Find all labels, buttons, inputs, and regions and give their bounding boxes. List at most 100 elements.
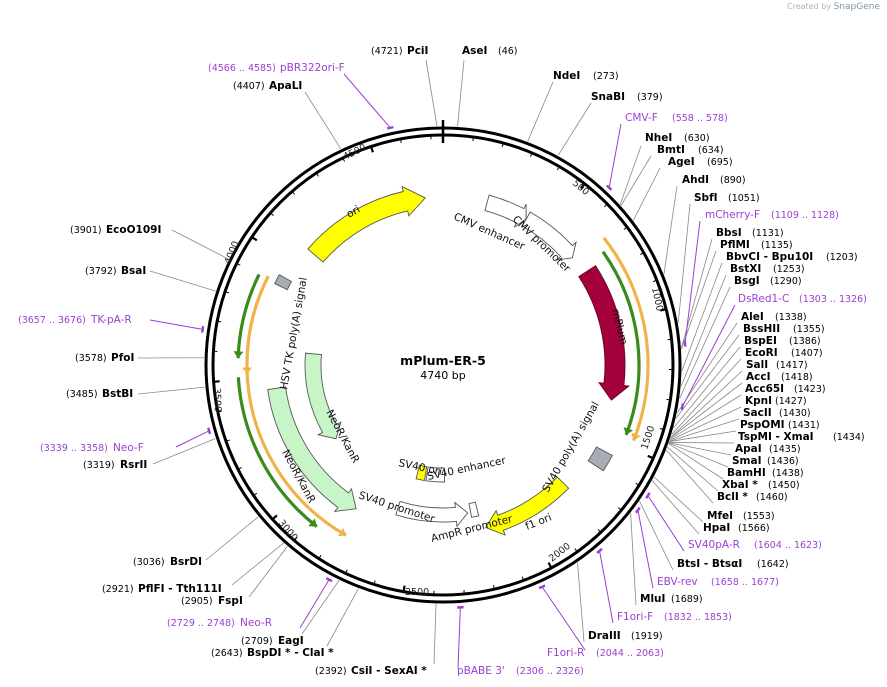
site-name-bsshii[interactable]: BssHII	[743, 323, 780, 335]
primer-leader-line	[599, 550, 614, 624]
primer-name-sv40pa-r[interactable]: SV40pA-R	[688, 539, 740, 551]
site-name-bbsi[interactable]: BbsI	[716, 227, 742, 239]
site-name-apali[interactable]: ApaLI	[269, 80, 302, 92]
site-pos-apali: (4407)	[233, 81, 265, 92]
site-name-pspomi[interactable]: PspOMI	[740, 419, 785, 431]
site-name-bmti[interactable]: BmtI	[657, 144, 685, 156]
primer-name-mcherry-f[interactable]: mCherry-F	[705, 209, 760, 221]
site-leader-line	[527, 81, 554, 142]
site-leader-line	[665, 449, 714, 504]
orf-mplum-orange-head	[631, 432, 641, 441]
site-name-bspdi-clai[interactable]: BspDI * - ClaI *	[247, 647, 334, 659]
site-name-bsrdi[interactable]: BsrDI	[170, 556, 202, 568]
label-leader-lines	[137, 59, 743, 669]
primer-labels: (4566 .. 4585) pBR322ori-F CMV-F (558 ..…	[18, 62, 867, 677]
site-name-ndei[interactable]: NdeI	[553, 70, 580, 82]
primer-leader-line	[175, 430, 210, 448]
site-leader-line	[668, 442, 732, 456]
tick-label-2500: 2500	[405, 587, 429, 598]
site-name-xbai[interactable]: XbaI *	[722, 479, 758, 491]
site-name-bstbi[interactable]: BstBI	[102, 388, 133, 400]
site-leader-line	[669, 430, 737, 442]
site-name-sacii[interactable]: SacII	[743, 407, 772, 419]
plasmid-length: 4740 bp	[420, 369, 465, 382]
primer-name-ebv-rev[interactable]: EBV-rev	[657, 576, 698, 588]
site-pos-btsi-btsai: (1642)	[757, 559, 789, 570]
major-tick	[579, 183, 586, 190]
site-name-bspei[interactable]: BspEI	[744, 335, 777, 347]
site-name-smai[interactable]: SmaI	[732, 455, 762, 467]
primer-name-neo-f[interactable]: Neo-F	[113, 442, 144, 454]
primer-leader-line	[647, 495, 685, 552]
site-pos-pcii: (4721)	[371, 46, 403, 57]
site-pos-pflfi-tth111i: (2921)	[102, 584, 134, 595]
site-name-sali[interactable]: SalI	[746, 359, 768, 371]
site-name-bstxi[interactable]: BstXI	[730, 263, 761, 275]
site-leader-line	[671, 358, 742, 435]
site-pos-mfei: (1553)	[743, 511, 775, 522]
site-name-pcii[interactable]: PciI	[407, 45, 428, 57]
primer-name-pbr322ori-f[interactable]: pBR322ori-F	[280, 62, 345, 74]
sv40-enhancer-box	[425, 466, 446, 483]
site-name-eagi[interactable]: EagI	[278, 635, 304, 647]
primer-name-dsred1-c[interactable]: DsRed1-C	[738, 293, 789, 305]
site-labels-left: (2392) CsiI - SexAI * (2643) BspDI * - C…	[66, 80, 427, 677]
minor-tick	[315, 172, 319, 177]
site-name-ecoo109i[interactable]: EcoO109I	[106, 224, 161, 236]
site-pos-eagi: (2709)	[241, 636, 273, 647]
site-name-pfoi[interactable]: PfoI	[111, 352, 134, 364]
site-name-asei[interactable]: AseI	[462, 45, 487, 57]
primer-pos-ebv-rev: (1658 .. 1677)	[711, 577, 779, 588]
site-name-mlui[interactable]: MluI	[640, 593, 665, 605]
site-name-bsai[interactable]: BsaI	[121, 265, 146, 277]
site-name-tspmi-xmai[interactable]: TspMI - XmaI	[738, 431, 814, 443]
site-labels-right: (4721) PciI AseI (46) NdeI (273) SnaBI (…	[371, 45, 865, 642]
primer-pos-neo-r: (2729 .. 2748)	[167, 618, 235, 629]
primer-name-neo-r[interactable]: Neo-R	[240, 617, 272, 629]
tick-label-4500: 4500	[341, 142, 368, 162]
primer-name-pbabe-3[interactable]: pBABE 3'	[457, 665, 505, 677]
site-leader-line	[557, 102, 592, 156]
primer-pos-pbabe-3: (2306 .. 2326)	[516, 666, 584, 677]
primer-leader-line	[541, 586, 586, 651]
site-name-rsrii[interactable]: RsrII	[120, 459, 147, 471]
site-pos-pspomi: (1431)	[788, 420, 820, 431]
site-name-snabi[interactable]: SnaBI	[591, 91, 625, 103]
site-leader-line	[620, 155, 652, 206]
site-name-apai[interactable]: ApaI	[735, 443, 762, 455]
site-pos-draiii: (1919)	[631, 631, 663, 642]
primer-name-tk-pa-r[interactable]: TK-pA-R	[90, 314, 132, 326]
site-name-pflfi-tth111i[interactable]: PflFI - Tth111I	[138, 583, 222, 595]
site-name-agei[interactable]: AgeI	[668, 156, 695, 168]
site-name-ecori[interactable]: EcoRI	[745, 347, 778, 359]
site-name-csii-sexai[interactable]: CsiI - SexAI *	[351, 665, 427, 677]
site-leader-line	[304, 91, 342, 150]
site-name-bcli[interactable]: BclI *	[717, 491, 748, 503]
primer-name-cmv-f[interactable]: CMV-F	[625, 112, 658, 124]
minor-tick	[373, 580, 376, 585]
site-name-bbvci-bpu10i[interactable]: BbvCI - Bpu10I	[726, 251, 813, 263]
minor-tick	[342, 157, 346, 162]
orf-neor-green-head	[308, 518, 317, 527]
site-name-btsi-btsai[interactable]: BtsI - BtsαI	[677, 558, 742, 570]
site-name-kpni[interactable]: KpnI	[745, 395, 772, 407]
primer-name-f1ori-r[interactable]: F1ori-R	[547, 647, 584, 659]
site-name-mfei[interactable]: MfeI	[707, 510, 733, 522]
site-name-pflmi[interactable]: PflMI	[720, 239, 750, 251]
site-name-ahdi[interactable]: AhdI	[682, 174, 709, 186]
orf-neor-orange	[245, 366, 347, 537]
primer-name-f1ori-f[interactable]: F1ori-F	[617, 611, 653, 623]
site-leader-line	[630, 513, 637, 606]
site-name-sbfi[interactable]: SbfI	[694, 192, 718, 204]
site-markers	[200, 125, 687, 609]
site-name-acc65i[interactable]: Acc65I	[745, 383, 784, 395]
site-name-nhei[interactable]: NheI	[645, 132, 672, 144]
site-name-alei[interactable]: AleI	[741, 311, 764, 323]
site-name-acci[interactable]: AccI	[746, 371, 770, 383]
site-name-bsgi[interactable]: BsgI	[734, 275, 760, 287]
site-name-bamhi[interactable]: BamHI	[727, 467, 766, 479]
site-pos-alei: (1338)	[775, 312, 807, 323]
site-name-fspi[interactable]: FspI	[218, 595, 243, 607]
site-name-hpai[interactable]: HpaI	[703, 522, 730, 534]
site-name-draiii[interactable]: DraIII	[588, 630, 621, 642]
